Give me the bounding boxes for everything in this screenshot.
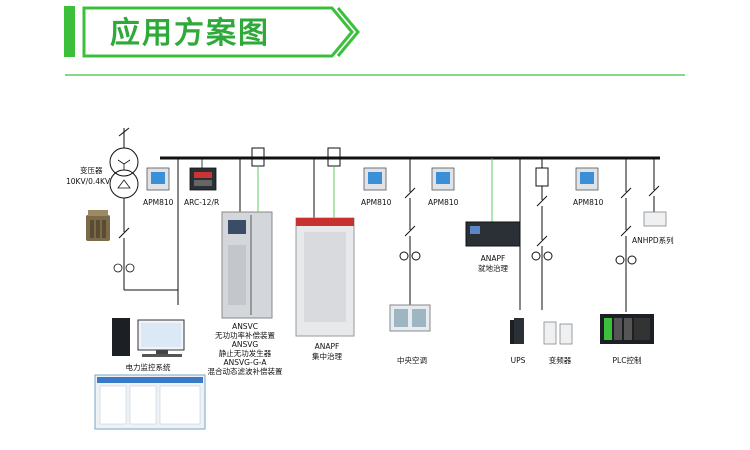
transformer-image — [86, 210, 110, 241]
ansvc-label-6: 混合动态滤波补偿装置 — [207, 367, 283, 376]
ansvc-label-5: ANSVG-G-A — [223, 358, 267, 367]
apm810-label-3: APM810 — [428, 198, 459, 207]
apm810-label-2: APM810 — [361, 198, 392, 207]
ac-label: 中央空调 — [397, 356, 427, 365]
section-header: 应用方案图 — [64, 6, 685, 76]
ac-branch — [399, 158, 421, 305]
apm810-meter-3 — [431, 167, 455, 191]
busbar-ct-2 — [327, 147, 341, 225]
ansvc-label-2: 无功功率补偿装置 — [215, 331, 275, 340]
anhpd-label: ANHPD系列 — [632, 236, 674, 245]
apm810-meter-1 — [146, 167, 170, 191]
ups-device — [510, 318, 524, 344]
anapf-central-label-2: 集中治理 — [312, 352, 342, 361]
anhpd-device — [643, 211, 667, 227]
apm810-meter-4 — [575, 167, 599, 191]
anapf-local-label-2: 就地治理 — [478, 264, 508, 273]
anapf-local-label-1: ANAPF — [480, 254, 506, 263]
inverter-device — [543, 321, 573, 345]
arc-12r-meter — [189, 167, 217, 191]
ups-branch — [519, 158, 553, 310]
busbar-ct-3 — [535, 158, 549, 187]
apm810-meter-2 — [363, 167, 387, 191]
plc-label: PLC控制 — [612, 356, 642, 365]
monitor-workstation — [112, 318, 185, 357]
transformer-spec-label: 10KV/0.4KV — [66, 177, 111, 186]
header-chevron — [336, 7, 360, 57]
page-title: 应用方案图 — [110, 16, 270, 51]
transformer-ct — [113, 263, 135, 273]
transformer-label: 变压器 — [80, 166, 103, 175]
inverter-label: 变频器 — [548, 356, 572, 365]
header-accent-bar — [64, 6, 75, 57]
anapf-central-label-1: ANAPF — [314, 342, 340, 351]
apm810-label-1: APM810 — [143, 198, 174, 207]
ansvc-label-1: ANSVC — [232, 322, 258, 331]
anhpd-branch — [648, 158, 660, 212]
ansvc-label-4: 静止无功发生器 — [218, 349, 272, 358]
plc-rack — [600, 314, 654, 344]
anapf-central-cabinet — [295, 158, 355, 337]
anapf-local-device — [465, 158, 521, 247]
central-ac-unit — [389, 304, 431, 332]
ansvc-cabinet — [221, 158, 273, 319]
transformer-icon — [117, 159, 131, 189]
plc-branch — [615, 158, 637, 312]
monitoring-screenshot — [94, 374, 206, 430]
transformer-feeder — [109, 127, 179, 291]
monitor-label: 电力监控系统 — [125, 363, 171, 372]
arc-label: ARC-12/R — [184, 198, 220, 207]
ansvc-label-3: ANSVG — [231, 340, 259, 349]
header-title-frame — [82, 6, 354, 58]
apm810-label-4: APM810 — [573, 198, 604, 207]
ups-label: UPS — [510, 356, 526, 365]
